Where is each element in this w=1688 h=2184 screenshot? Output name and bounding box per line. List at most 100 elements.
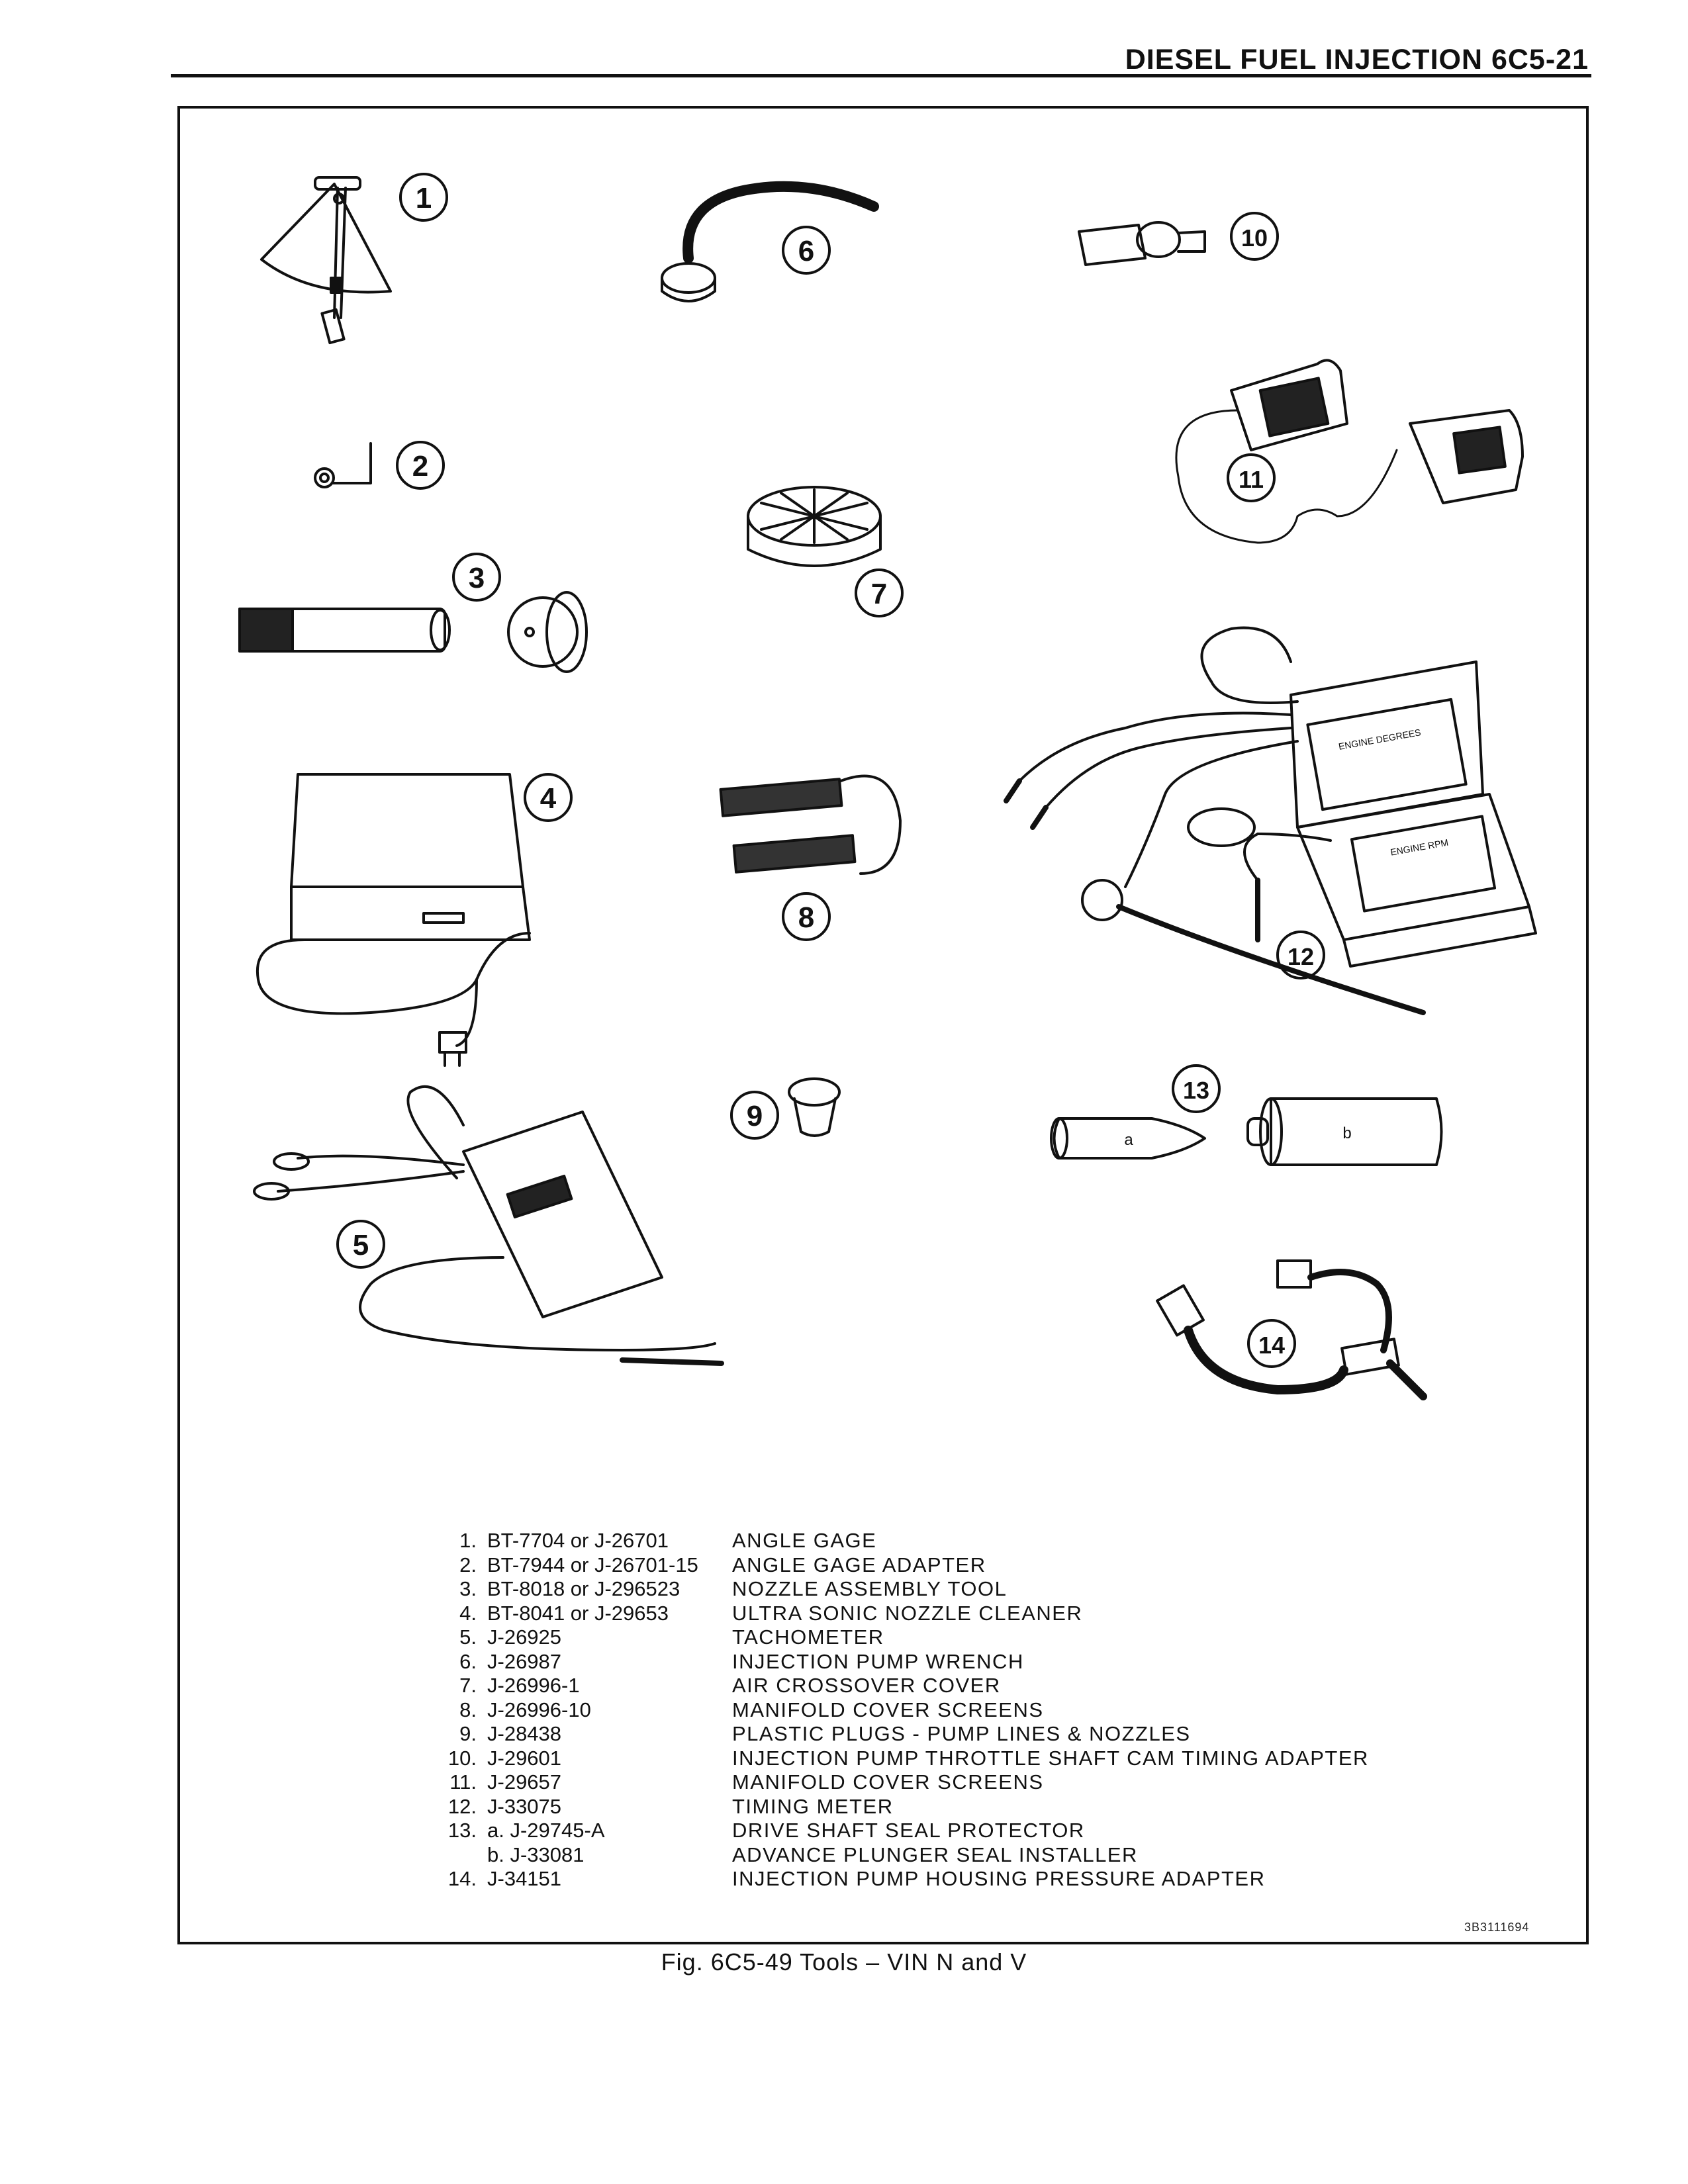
legend-num: 13.	[447, 1819, 477, 1842]
tool-1-angle-gage	[260, 176, 392, 345]
legend-row: 14. J-34151 INJECTION PUMP HOUSING PRESSUR…	[424, 1867, 1369, 1891]
figure-frame	[177, 106, 1589, 1944]
tool-13a-label: a	[1124, 1131, 1133, 1149]
tool-13b-label: b	[1342, 1124, 1351, 1142]
tool-11-manifold-cover-screens	[1175, 359, 1524, 544]
legend-row: 12. J-33075 TIMING METER	[424, 1795, 1369, 1819]
legend-desc: ANGLE GAGE	[732, 1529, 877, 1552]
legend-num: 3.	[459, 1577, 477, 1600]
legend-num: 6.	[459, 1649, 477, 1673]
legend-row: 9. J-28438 PLASTIC PLUGS - PUMP LINES & NO…	[424, 1722, 1369, 1747]
legend-num	[424, 1843, 487, 1868]
figure-caption: Fig. 6C5-49 Tools – VIN N and V	[661, 1948, 1027, 1976]
legend-desc: INJECTION PUMP THROTTLE SHAFT CAM TIMING…	[732, 1746, 1369, 1770]
legend-num: 4.	[459, 1601, 477, 1625]
legend-desc: ANGLE GAGE ADAPTER	[732, 1553, 986, 1576]
callout-1: 1	[416, 182, 432, 214]
legend-part: b. J-33081	[487, 1843, 585, 1866]
legend-desc: DRIVE SHAFT SEAL PROTECTOR	[732, 1819, 1085, 1842]
legend-row: 4. BT-8041 or J-29653 ULTRA SONIC NOZZLE C…	[424, 1602, 1369, 1626]
callout-4: 4	[540, 782, 557, 815]
legend-desc: INJECTION PUMP HOUSING PRESSURE ADAPTER	[732, 1867, 1266, 1890]
legend-part: BT-8018 or J-296523	[487, 1577, 680, 1600]
legend-part: J-26996-10	[487, 1698, 591, 1721]
callout-12: 12	[1288, 943, 1314, 970]
legend-row: 1. BT-7704 or J-26701 ANGLE GAGE	[424, 1529, 1369, 1553]
legend-desc: TACHOMETER	[732, 1625, 884, 1649]
legend-row: 11. J-29657 MANIFOLD COVER SCREENS	[424, 1770, 1369, 1795]
legend-part: J-33075	[487, 1794, 562, 1818]
tool-14-pressure-adapter	[1156, 1259, 1427, 1400]
callout-3: 3	[469, 562, 485, 594]
callout-7: 7	[871, 578, 887, 610]
legend-part: J-29601	[487, 1746, 562, 1770]
legend-row: 2. BT-7944 or J-26701-15 ANGLE GAGE ADAPTE…	[424, 1553, 1369, 1578]
header-rule	[171, 74, 1591, 77]
legend-part: J-26996-1	[487, 1674, 580, 1697]
tool-5-tachometer	[253, 1085, 724, 1366]
meter-rpm-label: ENGINE RPM	[1389, 837, 1449, 857]
tools-legend: 1. BT-7704 or J-26701 ANGLE GAGE 2. BT-7944…	[424, 1529, 1369, 1891]
legend-desc: PLASTIC PLUGS - PUMP LINES & NOZZLES	[732, 1722, 1191, 1745]
legend-row: 6. J-26987 INJECTION PUMP WRENCH	[424, 1650, 1369, 1674]
callout-6: 6	[798, 235, 814, 267]
figure-code: 3B3111694	[1464, 1921, 1530, 1934]
tool-12-timing-meter	[1004, 626, 1537, 1015]
tool-3-nozzle-assembly-tool	[238, 591, 588, 673]
legend-part: BT-7704 or J-26701	[487, 1529, 669, 1552]
legend-row: b. J-33081 ADVANCE PLUNGER SEAL INSTALLER	[424, 1843, 1369, 1868]
legend-num: 1.	[459, 1529, 477, 1552]
legend-desc: MANIFOLD COVER SCREENS	[732, 1770, 1044, 1794]
legend-row: 5. J-26925 TACHOMETER	[424, 1625, 1369, 1650]
callout-8: 8	[798, 901, 814, 934]
legend-part: J-26925	[487, 1625, 562, 1649]
legend-part: J-29657	[487, 1770, 562, 1794]
legend-num: 12.	[447, 1794, 477, 1818]
callout-13: 13	[1183, 1077, 1209, 1104]
legend-part: a. J-29745-A	[487, 1819, 605, 1842]
tool-2-angle-gage-adapter	[314, 442, 372, 488]
legend-part: J-34151	[487, 1867, 562, 1890]
tool-8-manifold-cover-screens	[719, 774, 902, 875]
page-header-title: DIESEL FUEL INJECTION 6C5-21	[1125, 44, 1589, 75]
legend-num: 5.	[459, 1625, 477, 1649]
legend-num: 7.	[459, 1674, 477, 1697]
legend-row: 13. a. J-29745-A DRIVE SHAFT SEAL PROTECTO…	[424, 1819, 1369, 1843]
legend-num: 8.	[459, 1698, 477, 1721]
legend-desc: INJECTION PUMP WRENCH	[732, 1649, 1024, 1673]
legend-desc: NOZZLE ASSEMBLY TOOL	[732, 1577, 1008, 1600]
callout-11: 11	[1239, 466, 1264, 493]
callout-10: 10	[1241, 224, 1268, 251]
legend-num: 14.	[447, 1867, 477, 1890]
legend-desc: AIR CROSSOVER COVER	[732, 1674, 1001, 1697]
legend-num: 9.	[459, 1722, 477, 1745]
tool-7-air-crossover-cover	[747, 486, 882, 567]
callout-2: 2	[412, 450, 428, 482]
legend-num: 11.	[449, 1770, 477, 1794]
legend-num: 10.	[447, 1746, 477, 1770]
legend-part: BT-8041 or J-29653	[487, 1601, 669, 1625]
legend-part: J-26987	[487, 1649, 562, 1673]
legend-part: BT-7944 or J-26701-15	[487, 1553, 698, 1576]
tool-13-seal-tools	[1050, 1097, 1443, 1166]
callout-9: 9	[747, 1100, 763, 1132]
legend-num: 2.	[459, 1553, 477, 1576]
tool-4-ultrasonic-nozzle-cleaner	[256, 773, 531, 1067]
legend-desc: MANIFOLD COVER SCREENS	[732, 1698, 1044, 1721]
tool-10-cam-timing-adapter	[1078, 221, 1206, 266]
legend-part: J-28438	[487, 1722, 562, 1745]
legend-desc: ADVANCE PLUNGER SEAL INSTALLER	[732, 1843, 1138, 1866]
meter-degrees-label: ENGINE DEGREES	[1338, 727, 1422, 752]
callout-14: 14	[1258, 1332, 1285, 1359]
legend-row: 3. BT-8018 or J-296523 NOZZLE ASSEMBLY TOO…	[424, 1577, 1369, 1602]
callout-5: 5	[353, 1229, 369, 1261]
legend-row: 8. J-26996-10 MANIFOLD COVER SCREENS	[424, 1698, 1369, 1723]
legend-desc: TIMING METER	[732, 1794, 894, 1818]
tool-6-injection-pump-wrench	[661, 181, 879, 302]
tool-9-plastic-plug	[788, 1077, 841, 1137]
legend-row: 7. J-26996-1 AIR CROSSOVER COVER	[424, 1674, 1369, 1698]
legend-row: 10. J-29601 INJECTION PUMP THROTTLE SHAFT …	[424, 1747, 1369, 1771]
legend-desc: ULTRA SONIC NOZZLE CLEANER	[732, 1601, 1083, 1625]
callout-markers	[336, 173, 1325, 1368]
